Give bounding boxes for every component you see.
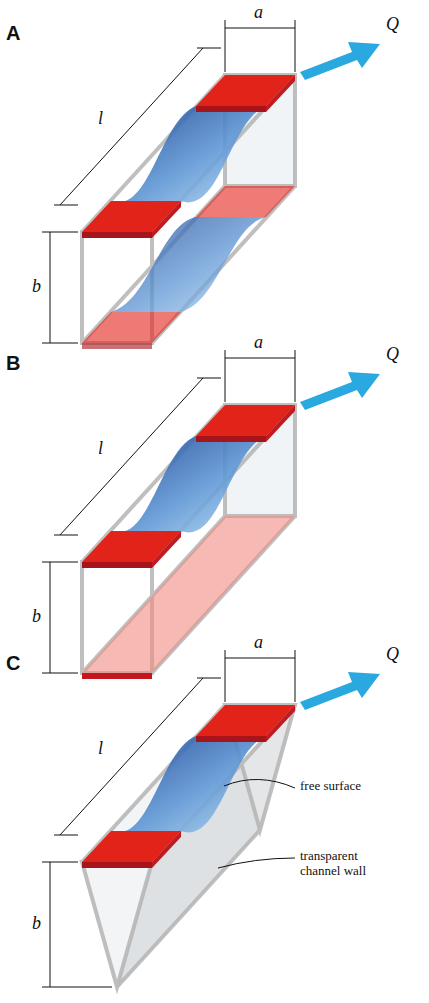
panel-letter: C bbox=[6, 652, 20, 675]
dimension-label: a bbox=[254, 332, 263, 353]
dimension-label: l bbox=[98, 108, 103, 129]
panel-c bbox=[42, 650, 380, 987]
dimension-label: b bbox=[32, 913, 41, 934]
panel-letter: B bbox=[6, 352, 20, 375]
flow-label: Q bbox=[386, 344, 399, 365]
leader-lines bbox=[218, 779, 295, 868]
flow-label: Q bbox=[386, 14, 399, 35]
panel-a bbox=[42, 20, 380, 349]
dimension-b bbox=[42, 232, 78, 343]
dimension-b bbox=[42, 562, 78, 673]
dimension-b bbox=[42, 862, 112, 987]
channel-frame bbox=[82, 705, 295, 987]
panel-letter: A bbox=[6, 22, 20, 45]
annotation: free surface bbox=[300, 779, 361, 794]
dimension-label: b bbox=[32, 276, 41, 297]
panel-b bbox=[42, 350, 380, 679]
dimension-label: a bbox=[254, 632, 263, 653]
dimension-label: l bbox=[98, 438, 103, 459]
dimension-label: b bbox=[32, 606, 41, 627]
flow-label: Q bbox=[386, 644, 399, 665]
bottom-electrode-edge bbox=[82, 673, 152, 679]
annotation: transparent channel wall bbox=[300, 849, 392, 879]
dimension-label: l bbox=[98, 738, 103, 759]
dimension-label: a bbox=[254, 2, 263, 23]
